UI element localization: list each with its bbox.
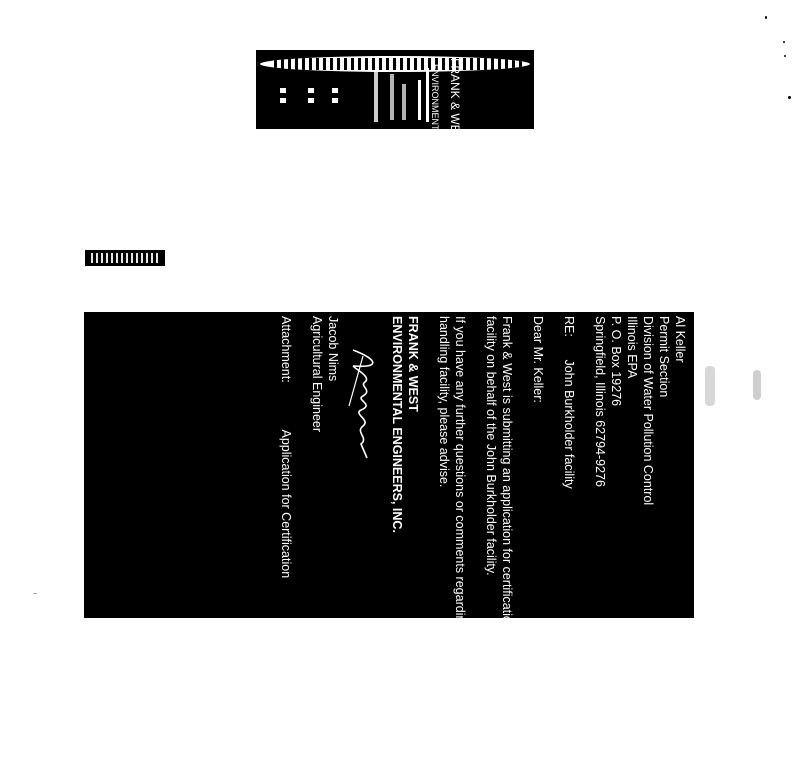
attachment-line: Attachment: Application for Certificatio… — [278, 316, 294, 618]
paragraph-2-line: If you have any further questions or com… — [453, 316, 467, 773]
salutation: Dear Mr. Keller: — [531, 316, 545, 403]
scan-smudge — [705, 366, 761, 406]
attachment-label: Attachment: — [279, 316, 293, 383]
re-label: RE: — [562, 316, 576, 337]
letterhead-block: FRANK & WEST ENVIRONMENTAL ENGINEERS — [256, 50, 534, 196]
letter-content: Al Keller Permit Section Division of Wat… — [84, 312, 694, 773]
date-stamp-text — [91, 253, 159, 263]
logo-banner — [260, 56, 530, 72]
recipient-section: Permit Section — [657, 316, 671, 398]
firm-name: FRANK & WEST — [406, 316, 420, 412]
paragraph-1: Frank & West is submitting an applicatio… — [483, 316, 515, 770]
letterhead-firm-subtitle: ENVIRONMENTAL ENGINEERS — [430, 64, 440, 197]
firm-subtitle: ENVIRONMENTAL ENGINEERS, INC. — [390, 316, 404, 533]
paragraph-2: If you have any further questions or com… — [436, 316, 468, 773]
recipient-city: Springfield, Illinois 62794-9276 — [593, 316, 607, 487]
signer-name: Jacob Nims — [326, 316, 340, 382]
recipient-name: Al Keller — [673, 316, 687, 363]
signature-area — [341, 316, 389, 618]
handwritten-signature — [348, 349, 374, 459]
recipient-po-box: P. O. Box 19276 — [609, 316, 623, 407]
letter-body: Al Keller Permit Section Division of Wat… — [84, 312, 694, 773]
firm-signature-block: FRANK & WEST ENVIRONMENTAL ENGINEERS, IN… — [389, 316, 421, 618]
recipient-agency: Illinois EPA — [625, 316, 639, 379]
recipient-division: Division of Water Pollution Control — [641, 316, 655, 506]
recipient-address: Al Keller Permit Section Division of Wat… — [592, 316, 688, 618]
paragraph-2-line: handling facility, please advise. — [437, 316, 451, 488]
attachment-value: Application for Certification — [279, 429, 293, 579]
re-line: RE: John Burkholder facility — [561, 316, 577, 618]
letterhead-firm-name: FRANK & WEST — [448, 58, 462, 149]
re-value: John Burkholder facility — [562, 359, 576, 489]
signer-title: Agricultural Engineer — [310, 316, 324, 433]
date-stamp — [85, 250, 165, 266]
paragraph-1-line: Frank & West is submitting an applicatio… — [500, 316, 514, 770]
paragraph-1-line: facility on behalf of the John Burkholde… — [484, 316, 498, 576]
